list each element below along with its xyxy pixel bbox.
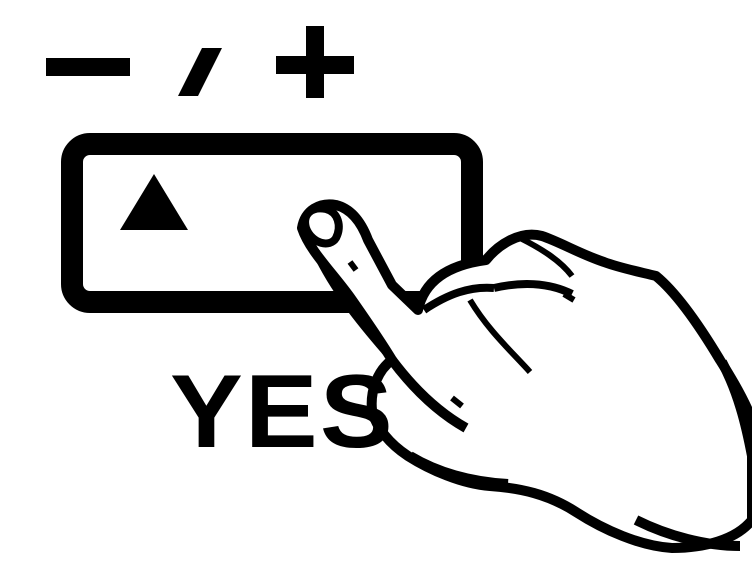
top-label-plus: [276, 26, 354, 98]
yes-label: YES: [170, 360, 395, 464]
top-label-minus: [46, 58, 130, 76]
top-label-slash: [178, 48, 222, 96]
